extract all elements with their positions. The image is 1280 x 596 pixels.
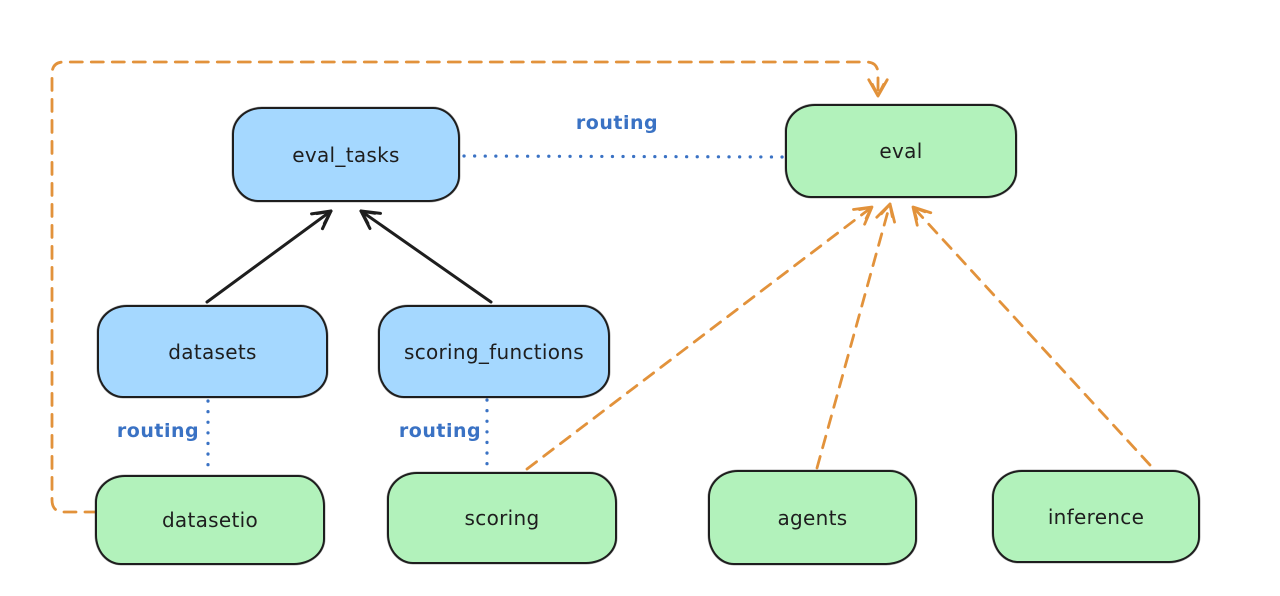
node-scoring-functions: scoring_functions bbox=[378, 305, 610, 398]
node-agents: agents bbox=[708, 470, 917, 565]
edge-eval-tasks-to-eval-routing bbox=[462, 154, 786, 159]
node-datasets: datasets bbox=[97, 305, 328, 398]
node-scoring-functions-label: scoring_functions bbox=[403, 339, 585, 364]
node-scoring-label: scoring bbox=[464, 506, 540, 530]
node-inference-label: inference bbox=[1047, 504, 1145, 529]
node-eval: eval bbox=[785, 104, 1017, 198]
edge-agents-to-eval bbox=[815, 202, 896, 470]
node-eval-tasks-label: eval_tasks bbox=[292, 142, 400, 167]
node-datasetio-label: datasetio bbox=[161, 508, 259, 532]
edge-scoring-functions-to-eval-tasks bbox=[359, 209, 493, 304]
node-agents-label: agents bbox=[777, 505, 848, 530]
edge-scoring-to-eval bbox=[525, 205, 874, 471]
edge-inference-to-eval bbox=[911, 205, 1152, 467]
node-datasetio: datasetio bbox=[95, 475, 325, 565]
node-scoring: scoring bbox=[387, 472, 617, 564]
edge-datasetio-to-eval bbox=[50, 60, 889, 514]
node-eval-label: eval bbox=[879, 139, 923, 163]
routing-label-eval-tasks-eval: routing bbox=[575, 112, 659, 134]
routing-label-datasets-datasetio: routing bbox=[116, 420, 200, 442]
node-eval-tasks: eval_tasks bbox=[232, 107, 460, 202]
node-inference: inference bbox=[992, 470, 1200, 563]
node-datasets-label: datasets bbox=[168, 339, 257, 364]
edge-datasets-to-eval-tasks bbox=[205, 209, 333, 304]
routing-label-scoring-functions-scoring: routing bbox=[398, 420, 482, 442]
